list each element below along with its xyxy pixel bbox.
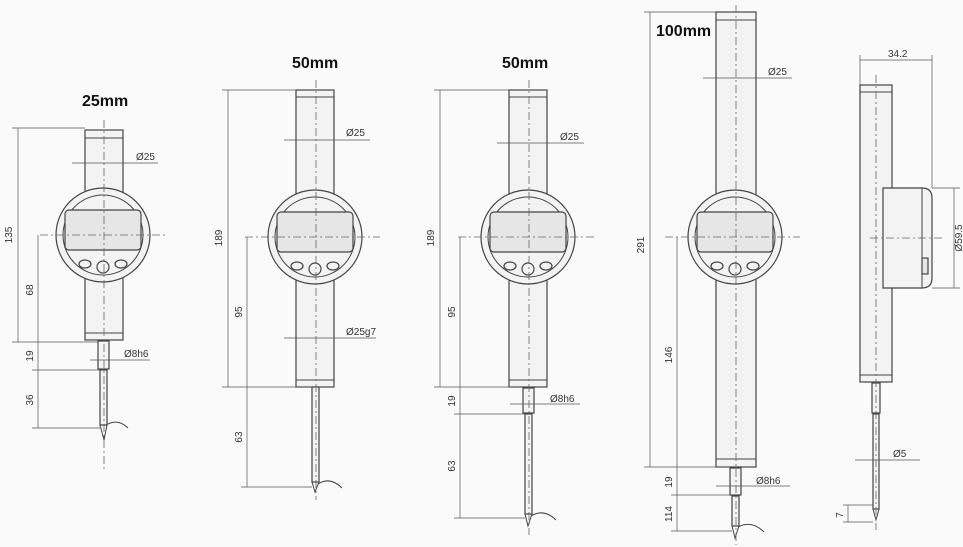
dim-center-height: 95 bbox=[234, 306, 245, 318]
dim-tip-height: 36 bbox=[25, 394, 36, 406]
dim-total-height: 135 bbox=[4, 226, 15, 243]
dim-total-height: 189 bbox=[214, 229, 225, 246]
dial-button bbox=[728, 262, 742, 276]
cable bbox=[530, 512, 557, 521]
dim-body-diameter: Ø25 bbox=[560, 132, 579, 143]
measuring-rod bbox=[731, 495, 740, 527]
dim-center-height: 68 bbox=[25, 284, 36, 296]
dial-button bbox=[539, 261, 553, 271]
dim-stem-height: 19 bbox=[664, 476, 675, 488]
gauge-stem bbox=[522, 387, 535, 414]
dim-dial-diameter: Ø59.5 bbox=[954, 224, 963, 252]
side-view: 34.2 Ø59.5 Ø5 7 bbox=[835, 49, 963, 530]
lcd-display bbox=[276, 211, 354, 253]
dial-button bbox=[290, 261, 304, 271]
dim-tip-height: 114 bbox=[664, 506, 675, 522]
dial bbox=[55, 187, 151, 283]
dial-button bbox=[78, 259, 92, 269]
dim-center-height: 146 bbox=[664, 346, 675, 363]
dim-total-height: 291 bbox=[636, 236, 647, 253]
contact-tip bbox=[524, 513, 533, 528]
cable bbox=[105, 421, 129, 429]
cable bbox=[317, 480, 343, 489]
dial-button bbox=[503, 261, 517, 271]
gauge-25mm: 25mm 135 68 19 36 bbox=[4, 93, 165, 470]
dim-lower-diameter: Ø25g7 bbox=[346, 327, 376, 338]
contact-tip bbox=[99, 424, 108, 441]
dial-button bbox=[326, 261, 340, 271]
dial-button bbox=[114, 259, 128, 269]
gauge-50mm-a: 50mm 189 95 63 Ø25 Ø25g7 bbox=[214, 55, 380, 500]
dim-stem-diameter: Ø8h6 bbox=[550, 394, 575, 405]
cable bbox=[737, 523, 765, 533]
dim-stem-diameter: Ø8h6 bbox=[756, 476, 781, 487]
dim-tip-height: 7 bbox=[835, 512, 846, 518]
gauge-title: 50mm bbox=[502, 55, 548, 72]
contact-tip bbox=[731, 525, 740, 540]
dim-stem-height: 19 bbox=[25, 350, 36, 362]
gauge-title: 25mm bbox=[82, 93, 128, 110]
measuring-rod bbox=[524, 413, 533, 515]
contact-tip bbox=[311, 481, 320, 494]
gauge-100mm: 100mm 291 146 19 114 Ø25 bbox=[636, 5, 800, 545]
dim-body-diameter: Ø25 bbox=[136, 152, 155, 163]
dim-body-diameter: Ø25 bbox=[768, 67, 787, 78]
gauge-50mm-b: 50mm 189 95 19 63 Ø25 Ø8 bbox=[426, 55, 595, 535]
dim-total-height: 189 bbox=[426, 229, 437, 246]
gauge-title: 50mm bbox=[292, 55, 338, 72]
side-connector bbox=[921, 257, 929, 275]
lcd-display bbox=[489, 211, 567, 253]
dim-tip-height: 63 bbox=[234, 431, 245, 443]
gauge-stem bbox=[729, 467, 742, 496]
dial-button bbox=[308, 262, 322, 276]
dim-body-diameter: Ø25 bbox=[346, 128, 365, 139]
dial-button bbox=[521, 262, 535, 276]
dial-button bbox=[710, 261, 724, 271]
gauge-stem bbox=[97, 340, 110, 370]
dial-button bbox=[746, 261, 760, 271]
dim-center-height: 95 bbox=[447, 306, 458, 318]
measuring-rod bbox=[99, 369, 108, 426]
measuring-rod bbox=[311, 386, 320, 483]
dim-tip-height: 63 bbox=[447, 460, 458, 472]
dim-depth: 34.2 bbox=[888, 49, 908, 60]
dim-stem-height: 19 bbox=[447, 395, 458, 407]
dim-stem-diameter: Ø8h6 bbox=[124, 349, 149, 360]
dial-button bbox=[96, 260, 110, 274]
dim-tip-diameter: Ø5 bbox=[893, 449, 907, 460]
lcd-display bbox=[64, 209, 142, 251]
lcd-display bbox=[696, 211, 774, 253]
gauge-title: 100mm bbox=[656, 23, 711, 40]
